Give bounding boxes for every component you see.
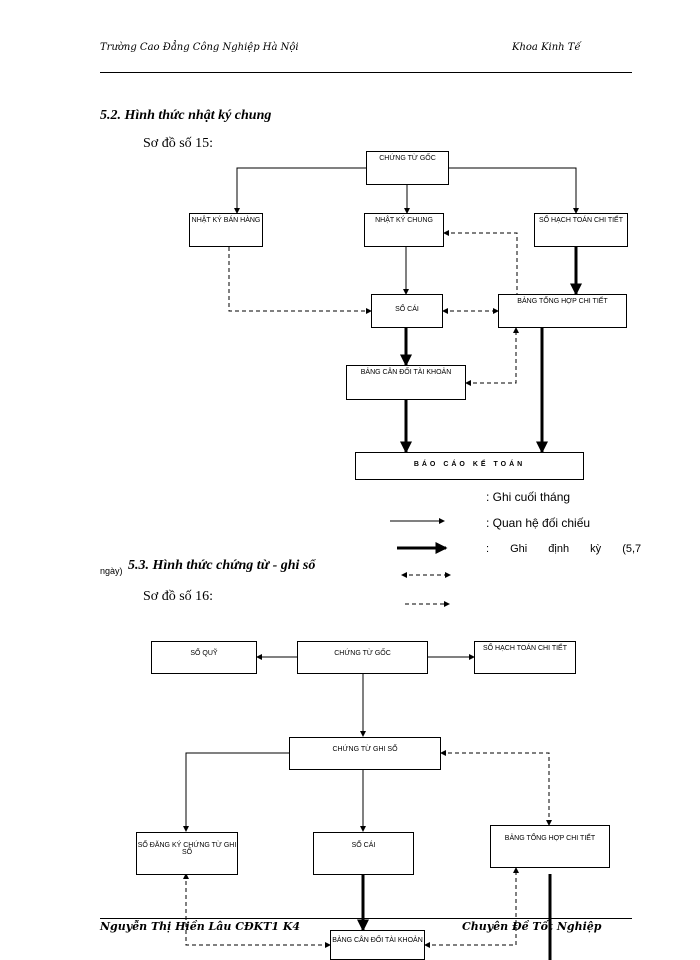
section-52-heading: 5.2. Hình thức nhật ký chung xyxy=(100,108,272,123)
box-nhat-ky-chung: NHẬT KÝ CHUNG xyxy=(364,213,444,247)
box-bang-can-doi-tai-khoan: BẢNG CÂN ĐỐI TÀI KHOẢN xyxy=(346,365,466,400)
box-bang-tong-hop-chi-tiet: BẢNG TỔNG HỢP CHI TIẾT xyxy=(498,294,627,328)
box-bao-cao-ke-toan: BÁO CÁO KẾ TOÁN xyxy=(355,452,584,480)
header-right: Khoa Kinh Tế xyxy=(512,42,581,53)
box-so-hach-toan-chi-tiet-16: SỔ HẠCH TOÁN CHI TIẾT xyxy=(474,641,576,674)
box-so-hach-toan-chi-tiet: SỔ HẠCH TOÁN CHI TIẾT xyxy=(534,213,628,247)
box-chung-tu-ghi-so: CHỨNG TỪ GHI SỔ xyxy=(289,737,441,770)
box-chung-tu-goc: CHỨNG TỪ GỐC xyxy=(366,151,449,185)
legend-item-quan-he-doi-chieu: : Quan hệ đối chiếu xyxy=(486,516,591,530)
footer-left: Nguyễn Thị Hiền Lâu CĐKT1 K4 xyxy=(100,920,301,933)
box-nhat-ky-ban-hang: NHẬT KÝ BÁN HÀNG xyxy=(189,213,263,247)
box-so-quy: SỔ QUỸ xyxy=(151,641,257,674)
section-53-heading: 5.3. Hình thức chứng từ - ghi sổ xyxy=(128,558,316,573)
box-so-cai-16: SỔ CÁI xyxy=(313,832,414,875)
box-chung-tu-goc-16: CHỨNG TỪ GỐC xyxy=(297,641,428,674)
legend-trailing-text: ngày) xyxy=(100,566,123,576)
box-bang-tong-hop-chi-tiet-16: BẢNG TỔNG HỢP CHI TIẾT xyxy=(490,825,610,868)
footer-rule xyxy=(100,918,632,919)
section-53-caption: Sơ đồ số 16: xyxy=(143,589,214,604)
legend-item-ghi-dinh-ky: : Ghi định kỳ (5,7 xyxy=(486,543,642,555)
footer-right: Chuyên Đề Tốt Nghiệp xyxy=(462,920,602,933)
section-52-caption: Sơ đồ số 15: xyxy=(143,136,214,151)
box-so-cai: SỔ CÁI xyxy=(371,294,443,328)
box-so-dang-ky-chung-tu-ghi-so: SỔ ĐĂNG KÝ CHỨNG TỪ GHI SỔ xyxy=(136,832,238,875)
header-rule xyxy=(100,72,632,73)
header-left: Trường Cao Đẳng Công Nghiệp Hà Nội xyxy=(100,42,299,53)
legend-item-ghi-cuoi-thang: : Ghi cuối tháng xyxy=(486,490,571,504)
box-bang-can-doi-tai-khoan-16: BẢNG CÂN ĐỐI TÀI KHOẢN xyxy=(330,930,425,960)
